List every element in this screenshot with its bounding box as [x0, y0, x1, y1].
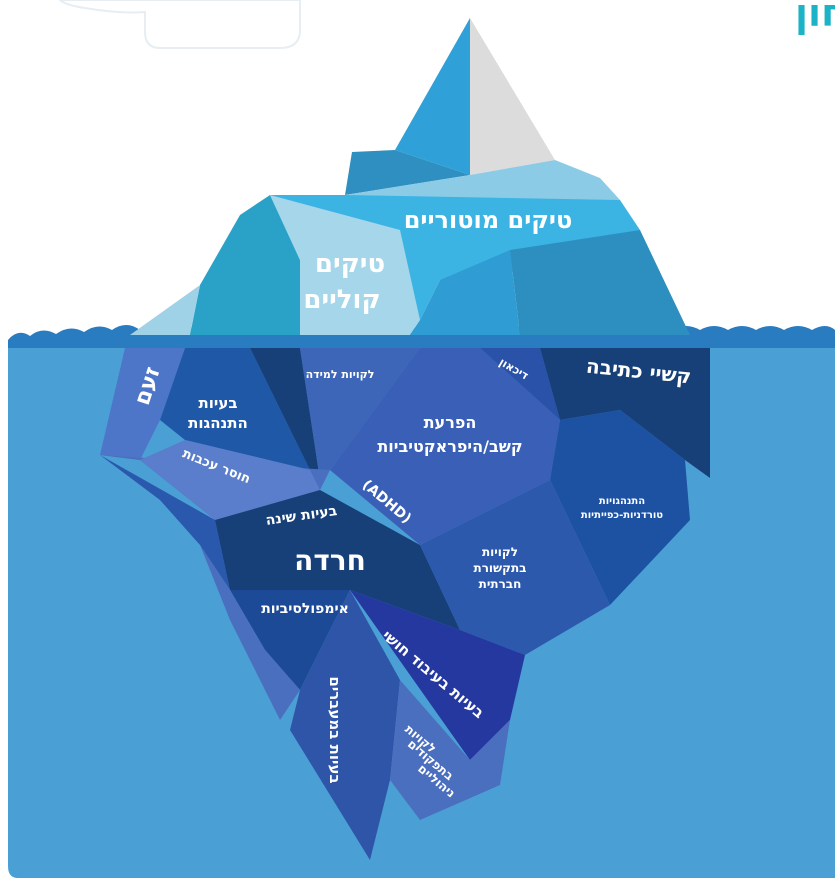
label-impulsivity: אימפולסיביות — [261, 601, 349, 617]
label-social-line2: בתקשורת — [474, 561, 527, 575]
label-vocal-tics-line2: קוליים — [303, 285, 380, 315]
label-transitions: בעיות במעברים — [326, 676, 344, 783]
page-title: קצה הקרחון — [795, 0, 835, 35]
iceberg-base-facet — [140, 440, 320, 520]
iceberg-tip-facet — [130, 285, 200, 335]
iceberg-base-facet — [290, 590, 400, 860]
iceberg-tip-facet — [270, 195, 420, 335]
label-motor-tics: טיקים מוטוריים — [404, 206, 573, 234]
label-vocal-tics-line1: טיקים — [315, 249, 385, 279]
iceberg-tip-facet — [410, 250, 520, 335]
iceberg-tip-facet — [395, 18, 470, 175]
iceberg-base-facet — [250, 348, 320, 480]
iceberg-tip-facet — [345, 160, 620, 200]
label-adhd-line1: הפרעת — [424, 413, 477, 432]
label-ocd-line1: התנהגויות — [599, 496, 645, 507]
iceberg-base-facet — [350, 590, 525, 760]
iceberg-base-facet — [300, 348, 420, 480]
label-social-line3: חברתית — [479, 577, 522, 591]
iceberg-base-facet — [480, 348, 560, 420]
label-anxiety: חרדה — [294, 544, 366, 577]
iceberg-base-facet — [390, 680, 510, 820]
label-behavior-line2: התנהגות — [188, 414, 248, 432]
iceberg-tip-facet — [345, 150, 470, 195]
iceberg-base-facet — [160, 348, 310, 470]
iceberg-base-facet — [100, 348, 185, 460]
iceberg-base-facet — [200, 545, 300, 720]
iceberg-tip-facet — [190, 195, 300, 335]
iceberg-base-facet — [230, 590, 350, 690]
iceberg-base-facet — [550, 410, 690, 605]
cloud-shape — [58, 0, 301, 49]
iceberg-base-facet — [420, 480, 610, 655]
label-social-line1: לקויות — [482, 545, 518, 559]
iceberg-base-facet — [100, 455, 230, 590]
label-behavior-line1: בעיות — [199, 394, 238, 412]
iceberg-base-facet — [540, 348, 710, 478]
iceberg-tip-facet — [470, 18, 555, 175]
iceberg-base-facet — [330, 348, 560, 545]
label-adhd-line2: קשב/היפראקטיביות — [377, 437, 522, 456]
iceberg-tip-facet — [510, 230, 690, 335]
label-ocd-line2: טורדניות-כפייתיות — [581, 510, 663, 521]
iceberg-base-facet — [215, 490, 460, 630]
label-learning-disabilities: לקויות למידה — [306, 368, 375, 381]
